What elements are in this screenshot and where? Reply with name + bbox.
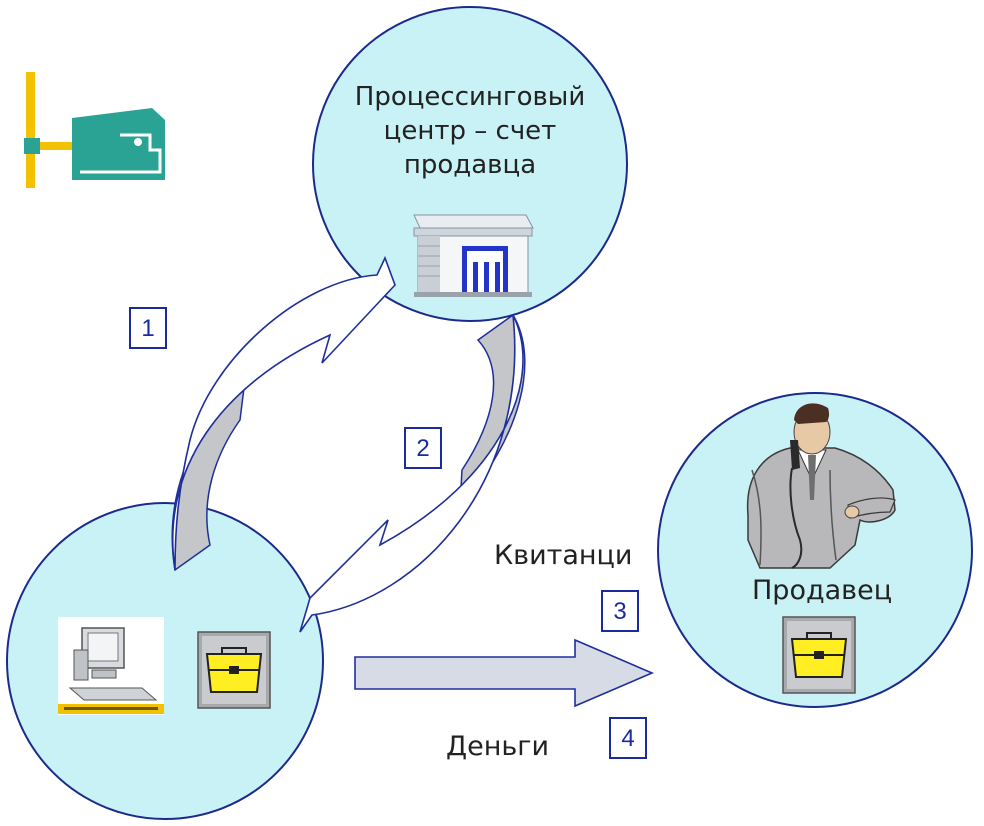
step-number-1: 1	[141, 315, 154, 342]
seller-label: Продавец	[752, 575, 893, 606]
arrow-response	[299, 314, 524, 633]
step-number-4: 4	[621, 725, 634, 752]
step-number-2: 2	[416, 435, 429, 462]
arrow-request	[171, 255, 396, 571]
buyer-briefcase-icon	[197, 631, 271, 709]
businessman-figure	[746, 403, 896, 569]
buyer-circle	[6, 502, 324, 820]
step-number-3: 3	[613, 598, 626, 625]
arrow-money	[354, 638, 655, 708]
processing-center-title: Процессинговый центр – счет продавца	[320, 80, 620, 182]
step-box-3: 3	[601, 590, 639, 632]
step-box-2: 2	[404, 427, 442, 469]
processing-center-title-line-1: Процессинговый	[354, 82, 586, 112]
wallet-terminal-icon	[24, 72, 165, 188]
processing-center-title-line-2: центр – счет	[383, 116, 557, 146]
computer-icon	[58, 617, 164, 715]
step-box-4: 4	[609, 717, 647, 759]
processing-center-circle	[312, 6, 628, 322]
step-box-1: 1	[129, 307, 167, 349]
processing-center-title-line-3: продавца	[403, 150, 537, 180]
money-label: Деньги	[446, 731, 550, 762]
receipts-label: Квитанци	[494, 540, 633, 571]
seller-briefcase-icon	[782, 616, 856, 694]
bank-building-icon	[413, 214, 534, 297]
